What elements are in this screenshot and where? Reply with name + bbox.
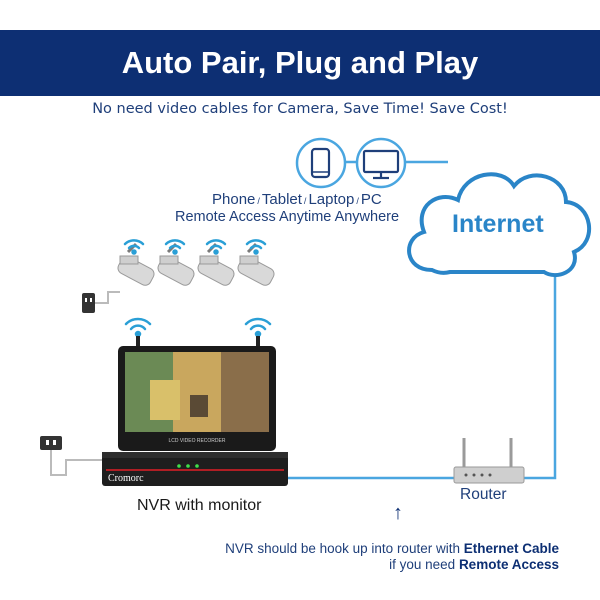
wifi-icon: [245, 239, 267, 255]
wifi-icon: [164, 239, 186, 255]
phone-icon: [295, 137, 347, 189]
nvr-device: LCD VIDEO RECORDER: [102, 336, 288, 486]
connection-lines: [287, 160, 557, 480]
separator: /: [356, 196, 359, 206]
nvr-label: NVR with monitor: [137, 497, 262, 514]
wifi-icon: [244, 317, 272, 338]
note-line-1: NVR should be hook up into router with E…: [225, 541, 559, 556]
subtitle: No need video cables for Camera, Save Ti…: [92, 101, 508, 117]
wifi-icon: [205, 239, 227, 255]
cloud-icon: [407, 172, 592, 278]
title-banner: [0, 30, 600, 96]
monitor-icon: [355, 137, 407, 189]
separator: /: [257, 196, 260, 206]
internet-label: Internet: [452, 210, 544, 238]
device-phone-label: Phone: [212, 191, 256, 208]
remote-access-label: Remote Access Anytime Anywhere: [175, 209, 400, 225]
arrow-up-icon: ↑: [393, 502, 403, 524]
devices-label: Phone/Tablet/Laptop/PC: [212, 191, 382, 208]
wifi-icons: [123, 239, 272, 338]
device-pc-label: PC: [360, 191, 382, 208]
cameras: [117, 242, 275, 286]
ethernet-cable-text: Ethernet Cable: [463, 541, 559, 556]
internet-router-line: [523, 276, 557, 480]
device-tablet-label: Tablet: [261, 191, 302, 208]
router-label: Router: [460, 486, 507, 503]
nvr-brand: Cromorc: [108, 473, 144, 484]
device-laptop-label: Laptop: [308, 191, 355, 208]
remote-access-text: Remote Access: [458, 557, 559, 572]
wifi-icon: [124, 317, 152, 338]
note-line-2: if you need Remote Access: [389, 557, 559, 572]
router-icon: [453, 438, 525, 484]
wifi-icon: [123, 239, 145, 255]
svg-text:LCD VIDEO RECORDER: LCD VIDEO RECORDER: [169, 438, 226, 444]
power-outlet-icon: [82, 291, 120, 313]
page-title: Auto Pair, Plug and Play: [121, 45, 479, 80]
separator: /: [303, 196, 307, 206]
power-outlet-icon: [40, 436, 102, 476]
